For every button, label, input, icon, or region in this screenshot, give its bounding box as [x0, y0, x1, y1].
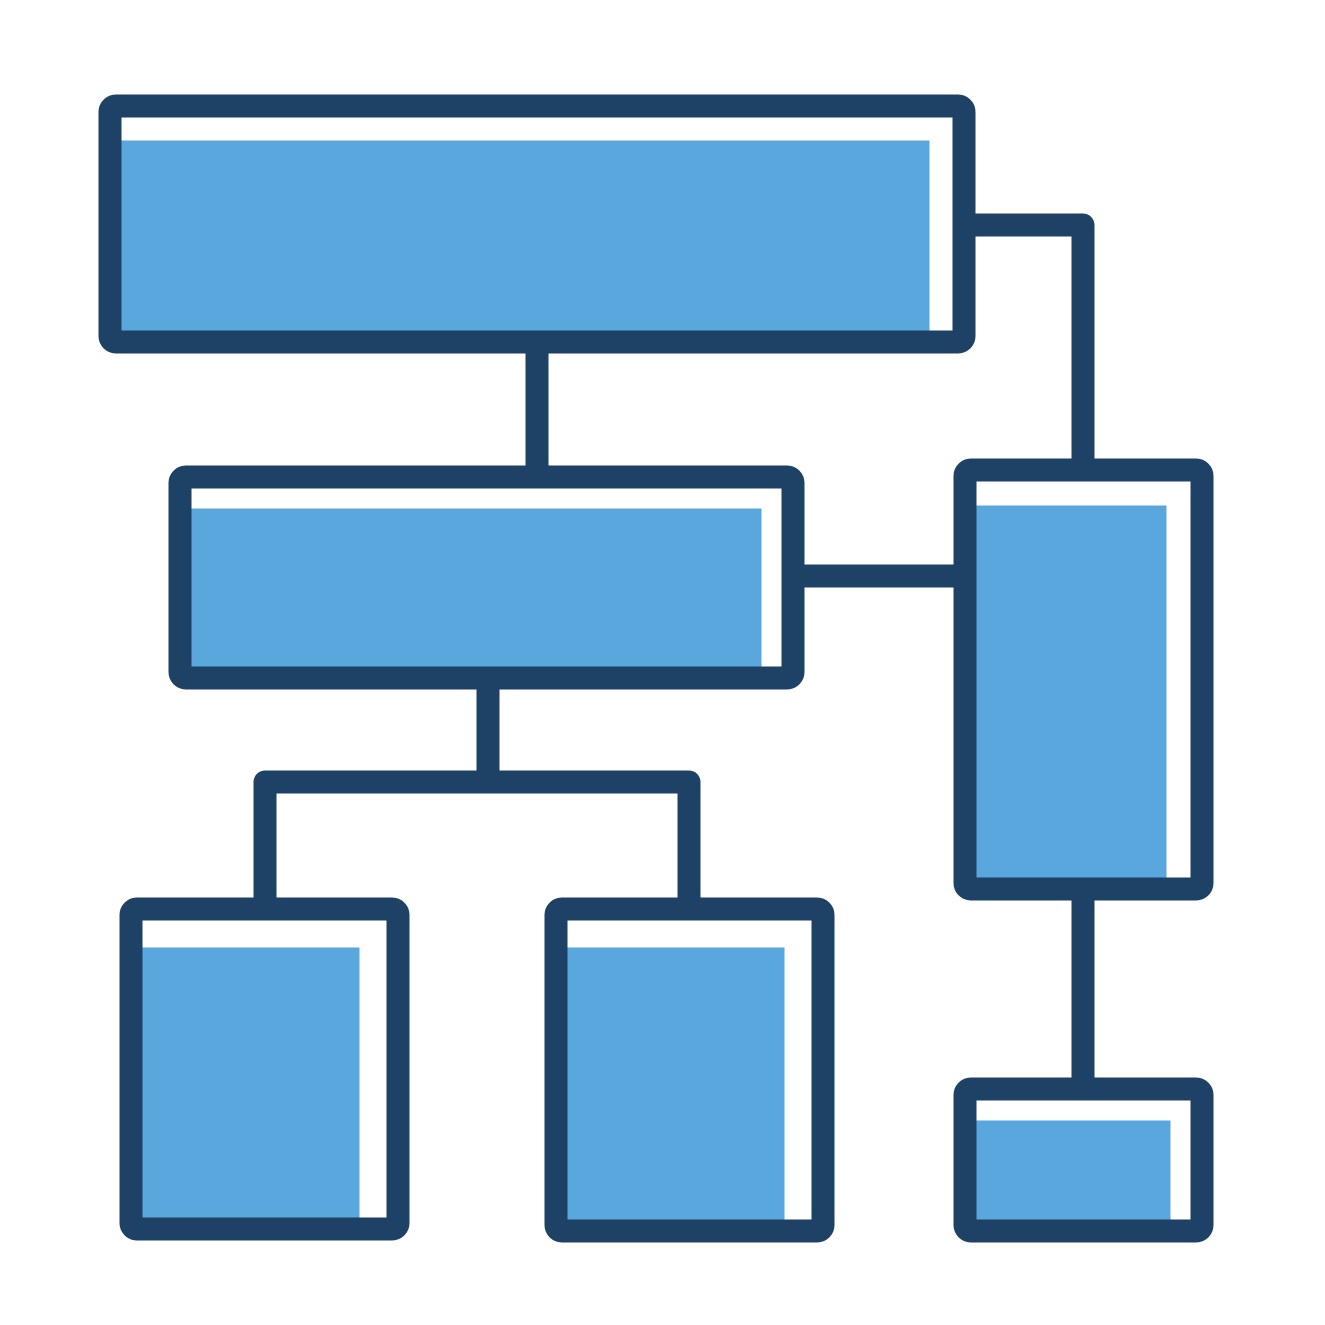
connector-middle-left-node-to-bottom-left-node: [253, 678, 500, 909]
bottom-right-node: [953, 1077, 1214, 1243]
right-tall-node-fill: [976, 505, 1167, 878]
middle-left-node: [168, 465, 805, 690]
bottom-middle-node: [544, 897, 835, 1243]
connector-middle-left-node-to-bottom-middle-node: [488, 770, 701, 909]
bottom-left-node-outline: [119, 897, 410, 1241]
middle-left-node-outline: [168, 465, 805, 690]
root-node: [98, 94, 976, 354]
bottom-middle-node-outline: [544, 897, 835, 1243]
root-node-outline: [98, 94, 976, 354]
bottom-right-node-fill: [976, 1120, 1171, 1220]
connectors: [253, 213, 1095, 1089]
bottom-left-node-fill: [142, 947, 360, 1218]
root-node-fill: [121, 140, 930, 331]
connector-root-node-to-right-tall-node: [964, 213, 1095, 470]
middle-left-node-fill: [191, 508, 762, 667]
right-tall-node: [953, 458, 1214, 901]
bottom-right-node-outline: [953, 1077, 1214, 1243]
right-tall-node-outline: [953, 458, 1214, 901]
bottom-middle-node-fill: [567, 947, 785, 1220]
nodes: [98, 94, 1214, 1243]
bottom-left-node: [119, 897, 410, 1241]
